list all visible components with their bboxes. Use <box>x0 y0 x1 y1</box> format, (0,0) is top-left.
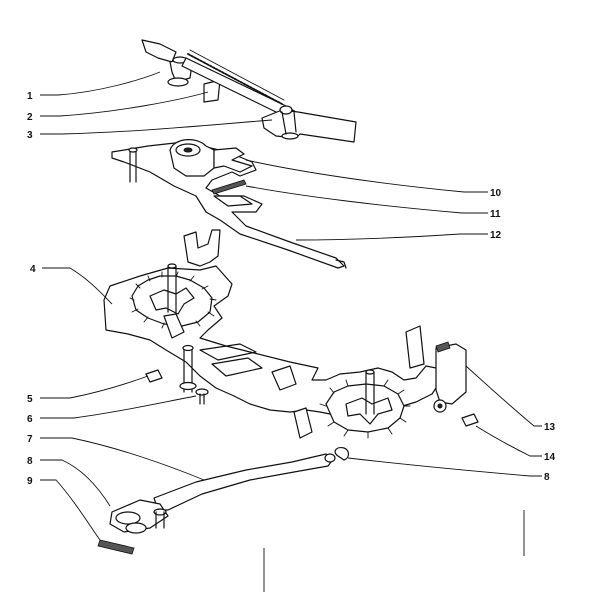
chassis-window-2 <box>211 357 263 377</box>
lever-pin-body <box>281 111 297 135</box>
leader-3 <box>40 119 273 135</box>
centre-post-top <box>182 344 194 352</box>
callout-10: 10 <box>490 188 502 199</box>
lever-right-block <box>261 109 357 143</box>
part-5-clip <box>145 369 163 383</box>
part-7-link-rod <box>153 453 335 511</box>
crank-pin-body <box>155 511 165 529</box>
callout-8-right: 8 <box>544 472 550 483</box>
part-13-spring <box>435 341 451 353</box>
callout-4: 4 <box>30 264 36 275</box>
chassis-tab-2 <box>271 365 297 391</box>
slider-plate <box>111 141 345 269</box>
loose-parts <box>145 341 479 461</box>
leader-7 <box>40 437 205 481</box>
left-gear-shaft-top <box>167 263 177 269</box>
spring-edge <box>189 49 285 101</box>
right-end-bracket <box>435 343 467 405</box>
leader-12 <box>295 233 488 241</box>
leader-lines <box>40 71 542 541</box>
right-end-hole-center <box>437 403 443 409</box>
part-6-screw-head <box>195 388 209 396</box>
right-gear-star <box>345 397 393 425</box>
crank-ring-1 <box>115 511 141 525</box>
callout-12: 12 <box>490 230 502 241</box>
lever-left-bracket <box>141 39 177 63</box>
lever-pin-top <box>279 105 293 115</box>
leader-10 <box>245 159 488 193</box>
chassis-down-tab <box>293 407 313 439</box>
leader-9 <box>40 479 101 541</box>
leader-2 <box>40 91 209 117</box>
pivot-base-washer <box>167 77 189 87</box>
callout-8-left: 8 <box>27 456 33 467</box>
long-lever-bar <box>181 57 297 119</box>
x-arm <box>213 147 253 173</box>
lower-linkage <box>97 453 336 555</box>
link-rod-end <box>324 453 336 463</box>
callout-14: 14 <box>544 452 556 463</box>
leader-8a <box>40 459 111 507</box>
part-9-spring <box>97 539 135 555</box>
slider-plate-assembly <box>111 139 347 269</box>
small-spring <box>211 179 247 195</box>
top-lever-assembly <box>141 39 357 143</box>
right-upright <box>405 325 425 369</box>
callout-9: 9 <box>27 476 33 487</box>
leader-8b <box>347 457 542 477</box>
right-gear-teeth <box>319 377 411 439</box>
lever-pin-bottom <box>281 132 299 140</box>
leader-13 <box>465 365 542 427</box>
callout-11: 11 <box>490 209 501 220</box>
slider-left-pin <box>129 149 137 183</box>
leader-11 <box>245 185 488 214</box>
leader-6 <box>40 395 197 419</box>
right-gear-shaft <box>365 371 375 415</box>
slider-hook <box>335 259 347 269</box>
main-chassis <box>103 229 467 439</box>
slider-window <box>213 195 253 207</box>
part-6-screw-shank <box>199 393 205 405</box>
callout-6: 6 <box>27 414 33 425</box>
left-gear-shaft <box>167 265 177 313</box>
callout-3: 3 <box>27 130 33 141</box>
slider-left-pin-top <box>128 147 138 153</box>
coil-spring <box>187 53 283 105</box>
left-gear-star <box>149 287 195 315</box>
part-14-screw <box>461 413 479 427</box>
centre-post-washer <box>179 381 197 391</box>
crank-ring-2 <box>125 522 147 534</box>
rear-bracket <box>183 229 221 267</box>
crank-pin <box>153 508 167 516</box>
chassis-window-1 <box>199 343 257 361</box>
leader-4 <box>42 267 113 305</box>
leader-5 <box>40 375 149 399</box>
housing-hole <box>183 147 193 153</box>
leader-1 <box>40 71 161 96</box>
callout-13: 13 <box>544 422 556 433</box>
part-8-eclip <box>334 447 350 461</box>
leader-14 <box>475 425 542 457</box>
callout-1: 1 <box>27 91 33 102</box>
callout-5: 5 <box>27 394 33 405</box>
callout-labels: 1 2 3 4 5 6 7 8 9 10 11 12 13 14 8 <box>27 91 556 487</box>
chassis-tab <box>163 313 185 339</box>
callout-7: 7 <box>27 434 33 445</box>
callout-2: 2 <box>27 112 33 123</box>
right-gear-shaft-top <box>365 369 375 375</box>
